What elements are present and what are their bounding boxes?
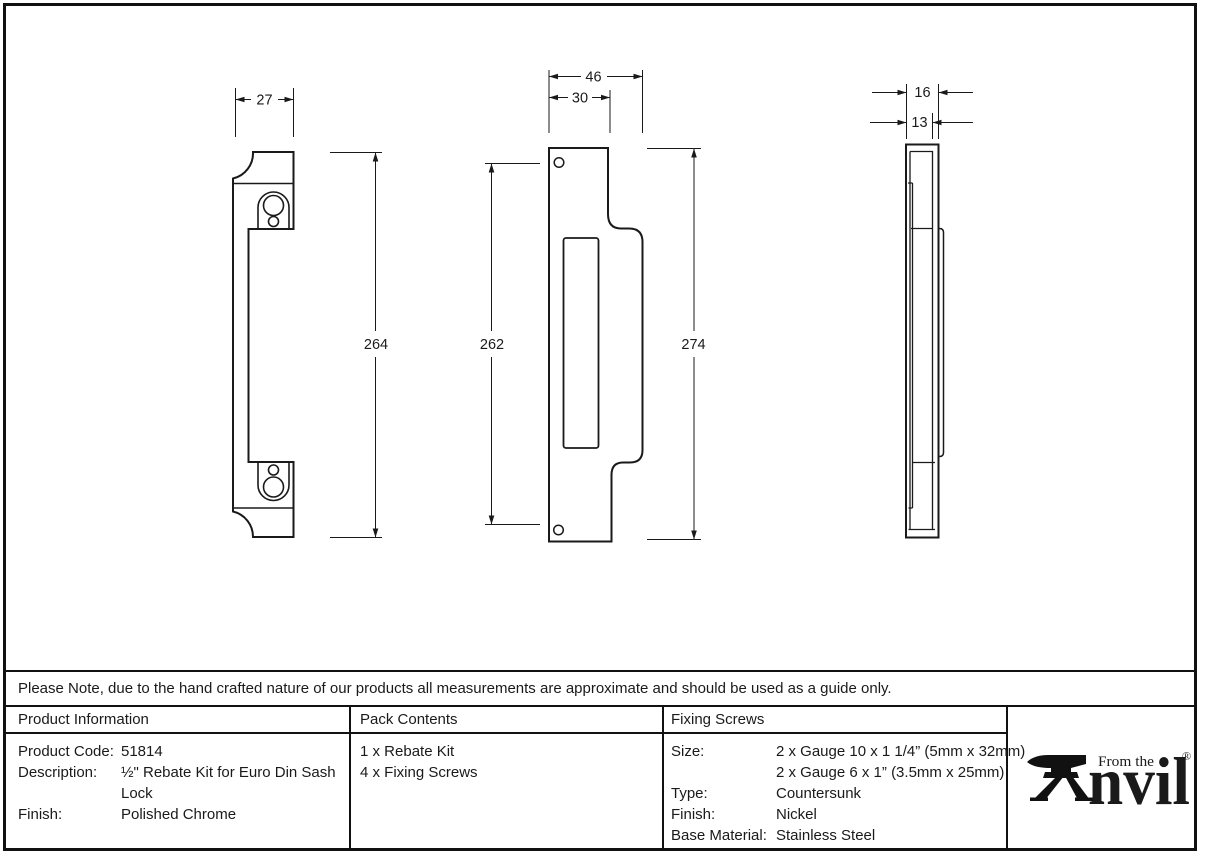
dim-label-13: 13	[911, 115, 927, 131]
row-value: Nickel	[776, 806, 817, 823]
front-view-drawing: 27 264	[232, 88, 388, 538]
column-header-label: Pack Contents	[360, 711, 458, 728]
from-the-anvil-logo: From the nvil ®	[1026, 743, 1191, 816]
table-row: Finish: Polished Chrome	[18, 804, 349, 825]
side-view-drawing: 16 13	[870, 84, 973, 539]
screw-hole	[262, 194, 285, 217]
dim-label-274: 274	[681, 337, 705, 353]
product-information-column: Product Information Product Code: 51814 …	[3, 707, 351, 851]
row-label: Description:	[18, 764, 98, 781]
dimension-depth-16	[872, 84, 973, 139]
front-bracket-outline	[232, 151, 295, 538]
logo-wordmark: nvil	[1088, 743, 1190, 816]
column-header-label: Fixing Screws	[671, 711, 765, 728]
table-row: Base Material: Stainless Steel	[671, 825, 1006, 846]
note-text: Please Note, due to the hand crafted nat…	[18, 680, 892, 697]
row-value: 2 x Gauge 10 x 1 1/4” (5mm x 32mm)	[776, 743, 1026, 760]
strike-plate-outline	[548, 147, 644, 543]
fixing-screws-column: Fixing Screws Size: 2 x Gauge 10 x 1 1/4…	[664, 707, 1025, 851]
row-value: ½" Rebate Kit for Euro Din Sash	[121, 764, 336, 781]
side-profile-outline	[905, 143, 940, 539]
list-item: 4 x Fixing Screws	[360, 764, 478, 781]
row-label	[671, 762, 776, 783]
latch-cutout	[562, 237, 600, 449]
dimension-height-264	[330, 152, 382, 538]
row-label: Size:	[671, 743, 705, 760]
face-view-drawing: 46 30 262 274	[480, 70, 706, 543]
anvil-icon	[1026, 755, 1093, 801]
table-row: Finish: Nickel	[671, 804, 1006, 825]
table-row: Lock	[18, 783, 349, 804]
product-info-table: Product Information Product Code: 51814 …	[3, 707, 1197, 851]
side-profile-inner-lines	[908, 150, 935, 531]
dimension-depth-13	[870, 113, 973, 139]
table-row: Product Code: 51814	[18, 741, 349, 762]
table-row: Type: Countersunk	[671, 783, 1006, 804]
row-value: Stainless Steel	[776, 827, 876, 844]
bottom-screw-tab	[257, 462, 290, 502]
dim-label-262: 262	[480, 337, 504, 353]
pack-contents-column: Pack Contents 1 x Rebate Kit 4 x Fixing …	[351, 707, 664, 851]
fold-lines	[233, 182, 294, 509]
registered-trademark-icon: ®	[1182, 749, 1191, 763]
column-header-label: Product Information	[18, 711, 149, 728]
dim-label-46: 46	[585, 70, 601, 86]
row-value: Polished Chrome	[121, 806, 237, 823]
table-row: Description: ½" Rebate Kit for Euro Din …	[18, 762, 349, 783]
dim-label-27: 27	[256, 93, 272, 109]
product-information-header: Product Information	[3, 707, 349, 734]
screw-hole	[553, 156, 565, 169]
dimension-width-30	[549, 90, 611, 133]
screw-hole	[267, 215, 280, 228]
row-value: Countersunk	[776, 785, 862, 802]
screw-hole	[552, 524, 565, 536]
table-row: Size: 2 x Gauge 10 x 1 1/4” (5mm x 32mm)	[671, 741, 1025, 762]
screw-hole	[262, 476, 285, 498]
logo-tagline: From the	[1098, 754, 1154, 770]
row-value: 51814	[121, 743, 163, 760]
brand-logo-cell: From the nvil ®	[1008, 707, 1197, 851]
row-label: Product Code:	[18, 743, 114, 760]
dim-label-16: 16	[914, 85, 930, 101]
table-row: 2 x Gauge 6 x 1” (3.5mm x 25mm)	[671, 762, 1006, 783]
pack-contents-header: Pack Contents	[351, 707, 662, 734]
row-label: Base Material:	[671, 827, 767, 844]
dim-label-30: 30	[572, 91, 588, 107]
dimension-width-27	[235, 88, 294, 137]
list-item: 1 x Rebate Kit	[360, 743, 455, 760]
top-screw-tab	[257, 191, 290, 229]
dimension-height-274	[647, 148, 701, 540]
row-label	[18, 783, 121, 804]
dim-label-264: 264	[364, 337, 388, 353]
row-label: Finish:	[18, 806, 63, 823]
screw-hole	[267, 464, 280, 476]
row-value: 2 x Gauge 6 x 1” (3.5mm x 25mm)	[776, 764, 1005, 781]
technical-drawings: 27 264 46	[232, 70, 973, 543]
dimension-width-46	[548, 70, 643, 133]
fixing-screws-header: Fixing Screws	[664, 707, 1006, 734]
row-label: Type:	[671, 785, 708, 802]
measurement-disclaimer-note: Please Note, due to the hand crafted nat…	[3, 670, 1197, 707]
row-value: Lock	[121, 785, 153, 802]
side-lip	[938, 227, 945, 458]
dimension-height-262	[485, 163, 540, 525]
row-label: Finish:	[671, 806, 716, 823]
